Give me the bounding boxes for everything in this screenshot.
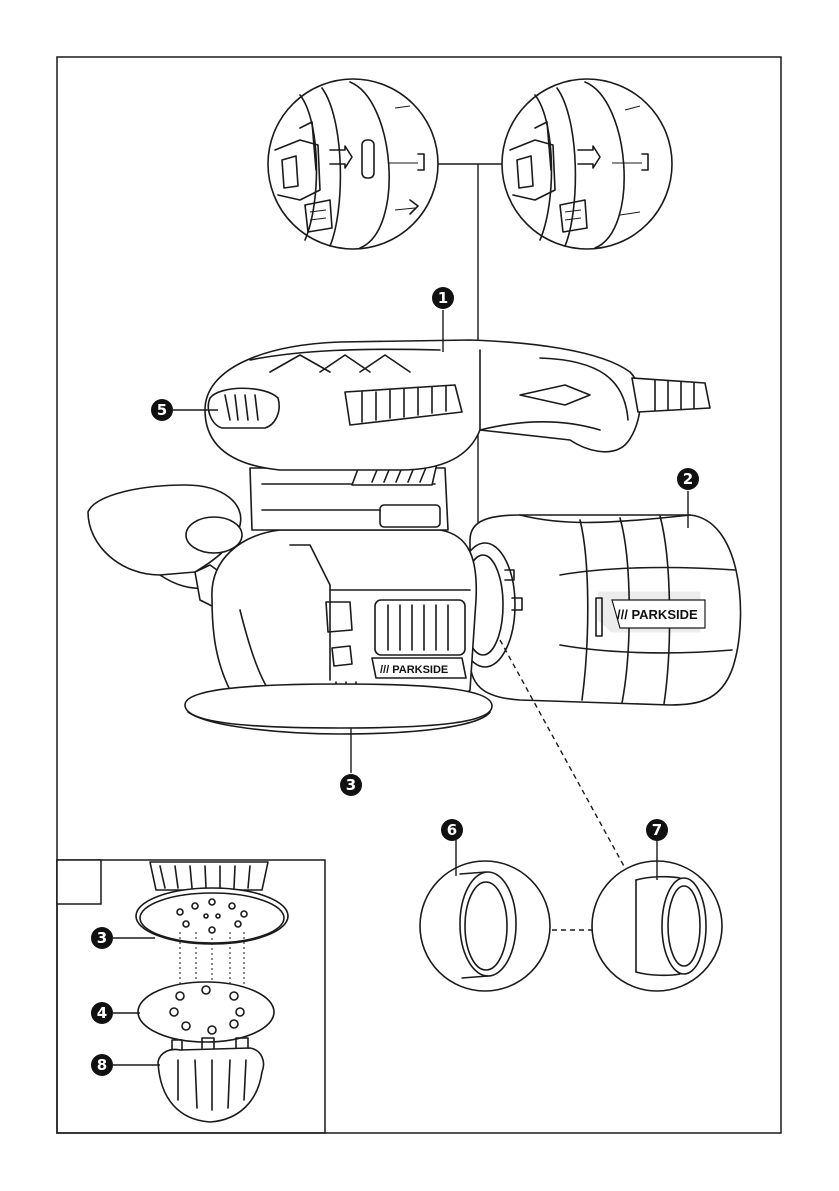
- callout-1-label: 1: [438, 289, 448, 307]
- adapter-detail-7: 7: [592, 819, 722, 991]
- callout-3: 3: [340, 728, 362, 796]
- inset-callout-8-label: 8: [97, 1056, 107, 1074]
- inset-panel: 3 4 8: [57, 860, 325, 1133]
- inset-callout-3-label: 3: [97, 929, 107, 947]
- callout-3-label: 3: [346, 776, 356, 794]
- callout-2-label: 2: [683, 470, 693, 488]
- sander-illustration: /// PARKSIDE: [88, 340, 741, 734]
- inset-callout-4: 4: [91, 1002, 140, 1024]
- base-brand-text: /// PARKSIDE: [380, 664, 448, 676]
- callout-6-label: 6: [447, 821, 457, 839]
- callout-7-label: 7: [652, 821, 662, 839]
- dustbox-brand-text: /// PARKSIDE: [617, 607, 698, 622]
- speed-dial: [208, 388, 279, 428]
- lower-vent-grille: [375, 600, 465, 655]
- detail-circle-right: [502, 79, 672, 249]
- adapter-detail-6: 6: [420, 819, 550, 991]
- inset-panel-label-box: [57, 860, 101, 904]
- inset-callout-4-label: 4: [97, 1004, 107, 1022]
- inset-callout-8: 8: [91, 1054, 160, 1076]
- base-brand-plate: /// PARKSIDE: [372, 658, 466, 678]
- detail-circle-left: [268, 79, 438, 249]
- callout-5-label: 5: [157, 401, 167, 419]
- dustbox-brand-plate: /// PARKSIDE: [612, 600, 705, 628]
